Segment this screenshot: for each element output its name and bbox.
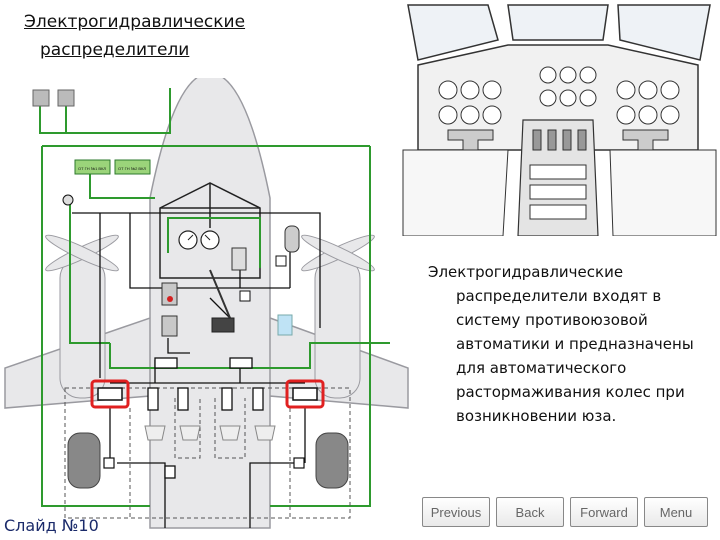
title-line-1: Электрогидравлические	[24, 12, 246, 32]
green-box-label-2: ОТ ГН №2 ВКЛ	[118, 166, 146, 171]
small-valve-1	[275, 255, 287, 267]
brake-valve-red	[161, 282, 178, 306]
right-distributor	[292, 387, 318, 401]
cockpit-windows	[407, 4, 711, 61]
reservoir	[231, 247, 247, 271]
description-line-1: Электрогидравлические	[428, 263, 624, 281]
brake-valve-2	[161, 315, 178, 337]
green-hydraulic-lines	[39, 88, 390, 507]
slide-title: Электрогидравлические распределители	[24, 8, 304, 64]
right-distributor-highlight	[285, 379, 325, 409]
left-seat	[402, 149, 509, 236]
right-wheel	[315, 432, 349, 489]
description-text: распределители входят в систему противою…	[456, 287, 694, 425]
slide-number: Слайд №10	[4, 516, 99, 535]
small-valve-2	[239, 290, 251, 302]
right-seat	[609, 149, 717, 236]
left-distributor	[97, 387, 123, 401]
back-button[interactable]: Back	[496, 497, 564, 527]
blue-tank	[277, 314, 293, 336]
top-unit-2	[57, 89, 75, 107]
forward-button[interactable]: Forward	[570, 497, 638, 527]
cockpit-illustration	[398, 0, 720, 236]
instruments	[438, 66, 680, 125]
junctions	[103, 457, 305, 469]
brake-lever-base	[211, 317, 235, 333]
aircraft-silhouette	[4, 78, 409, 529]
left-wheel	[67, 432, 101, 489]
menu-button[interactable]: Menu	[644, 497, 708, 527]
sensor	[62, 194, 74, 206]
previous-button[interactable]: Previous	[422, 497, 490, 527]
left-engine	[59, 257, 106, 399]
green-box-label-1: ОТ ГН №1 ВКЛ	[78, 166, 106, 171]
top-unit-1	[32, 89, 50, 107]
green-box-1	[74, 159, 111, 175]
description: Электрогидравлические распределители вхо…	[428, 260, 713, 428]
right-engine	[314, 257, 361, 399]
left-distributor-highlight	[90, 379, 130, 409]
hydraulic-schematic: ОТ ГН №1 ВКЛ ОТ ГН №2 ВКЛ	[4, 78, 409, 529]
brake-cylinders	[144, 425, 276, 441]
title-line-2: распределители	[40, 40, 190, 60]
accumulator	[284, 225, 300, 253]
green-box-2	[114, 159, 151, 175]
distributor-blocks	[147, 357, 264, 479]
